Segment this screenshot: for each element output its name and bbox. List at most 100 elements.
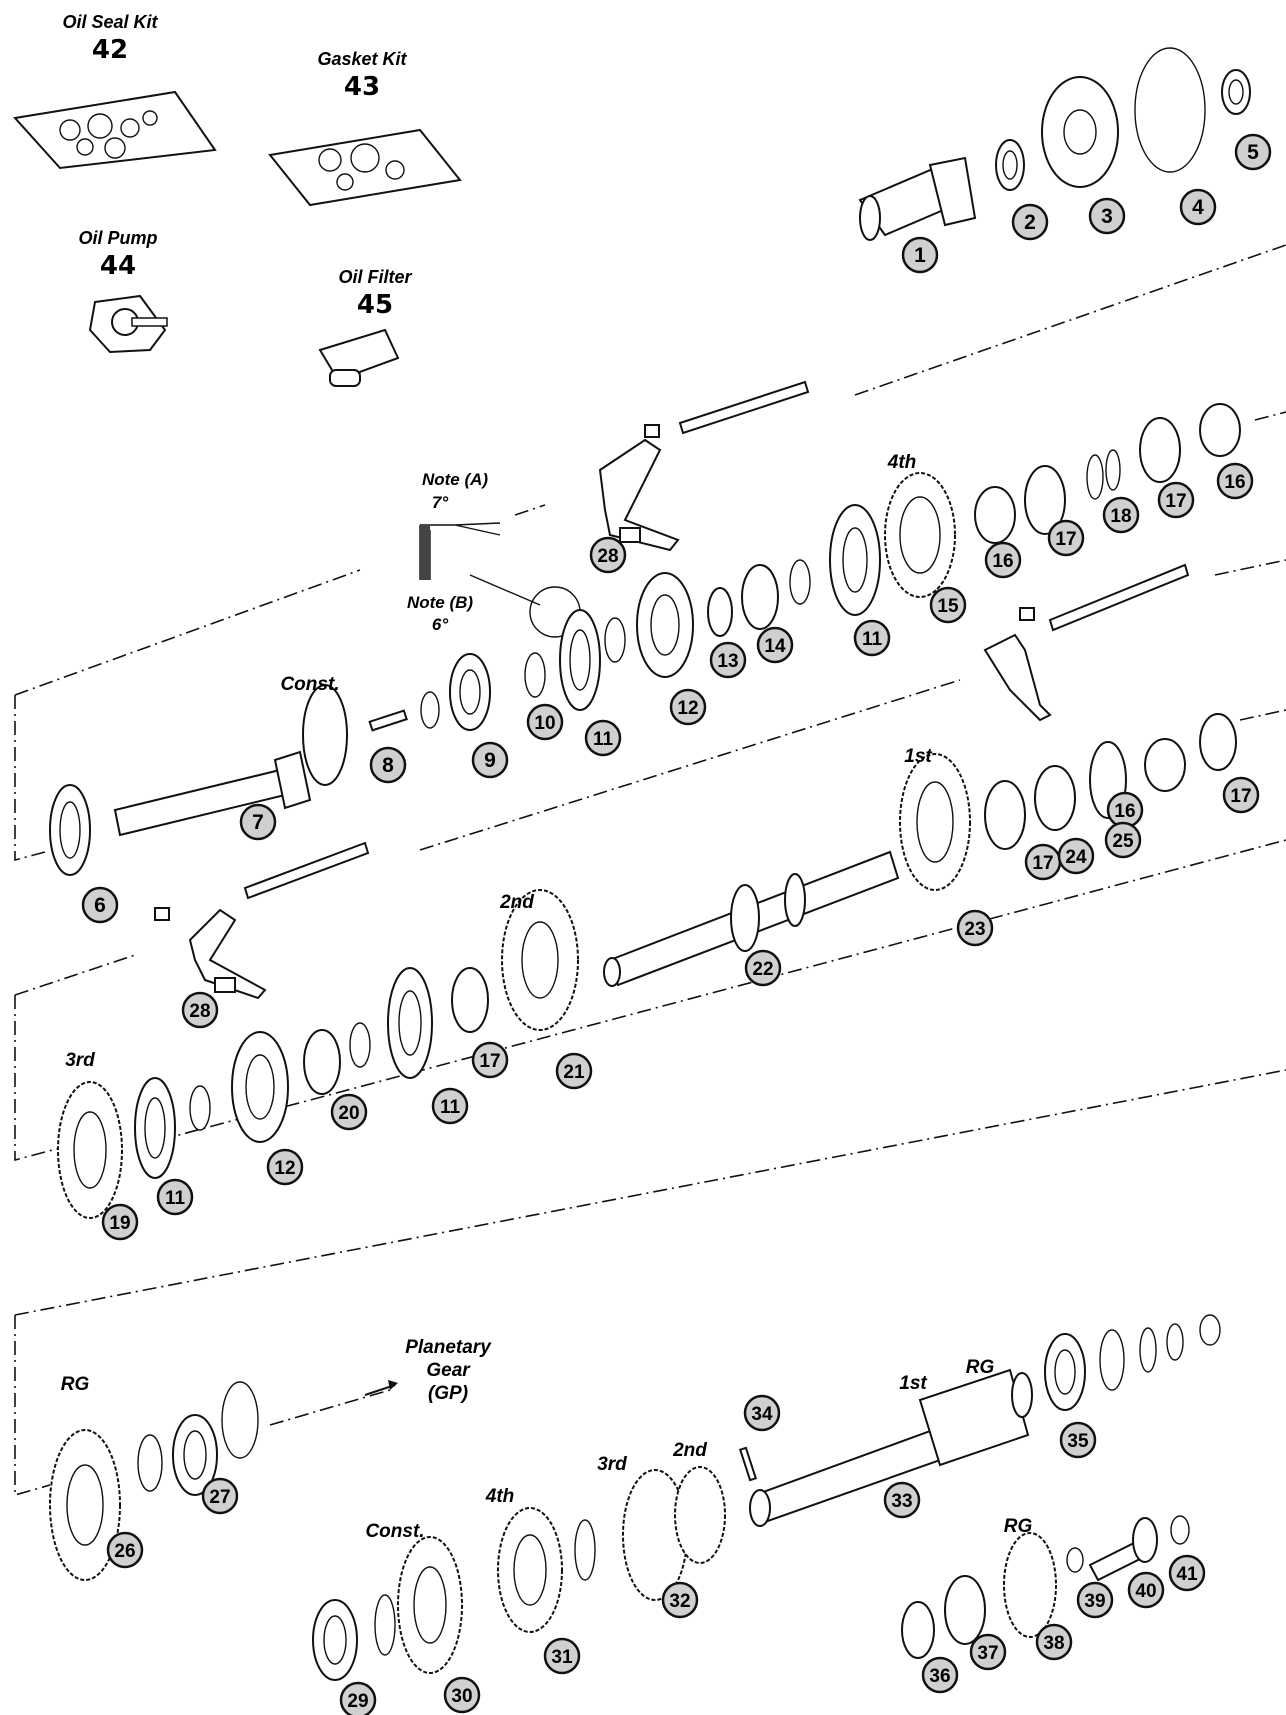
callout-number: 26 (114, 1541, 135, 1562)
gear-23: 1st (899, 746, 971, 891)
callout-number: 27 (209, 1487, 230, 1508)
callout-17: 17 (471, 1041, 509, 1079)
oil-filter: Oil Filter 45 (318, 267, 412, 387)
callout-number: 37 (977, 1643, 998, 1664)
pin-8 (368, 709, 408, 732)
callout-circle (101, 1203, 139, 1241)
const-label-top: Const. (280, 674, 339, 695)
callout-number: 15 (937, 596, 959, 617)
rg-label-bottom: RG (1004, 1516, 1033, 1537)
callout-circle (369, 746, 407, 784)
note-a-label: Note (A) (422, 470, 488, 489)
shift-rod-middle (1048, 563, 1190, 632)
oil-pump: Oil Pump 44 (78, 228, 168, 354)
callout-number: 35 (1067, 1431, 1089, 1452)
callout-40: 40 (1127, 1571, 1165, 1609)
callout-11: 11 (431, 1087, 469, 1125)
counter-shaft-33: 1st RG (749, 1357, 1033, 1527)
callout-circle (1157, 481, 1195, 519)
kit-number-gasket: 43 (344, 72, 380, 102)
callout-21: 21 (555, 1052, 593, 1090)
callout-number: 33 (891, 1491, 912, 1512)
callout-circle (471, 1041, 509, 1079)
fourth-label-top: 4th (887, 452, 917, 473)
callout-number: 17 (1165, 491, 1186, 512)
callout-38: 38 (1035, 1623, 1073, 1661)
callout-37: 37 (969, 1633, 1007, 1671)
second-label-mid: 2nd (499, 892, 534, 913)
planetary-arrow: Planetary Gear (GP) (364, 1337, 492, 1404)
note-b-label: Note (B) (407, 593, 473, 612)
snap-ring-bottom-c (574, 1519, 596, 1581)
callout-number: 5 (1247, 141, 1259, 164)
synchro-ring-13 (707, 587, 733, 637)
planetary-label-1: Planetary (405, 1337, 492, 1358)
callout-31: 31 (543, 1637, 581, 1675)
needle-bearing-17-c (984, 780, 1026, 850)
callout-number: 11 (862, 629, 883, 650)
callout-circle (969, 1633, 1007, 1671)
callout-24: 24 (1057, 837, 1095, 875)
shift-fork-middle (983, 633, 1052, 722)
callout-number: 13 (717, 651, 738, 672)
callout-number: 31 (551, 1647, 573, 1668)
callout-number: 20 (338, 1103, 359, 1124)
bushing-16-b (1199, 403, 1241, 457)
kit-number-oil-filter: 45 (357, 290, 393, 320)
callout-28: 28 (181, 991, 219, 1029)
washer-11-d (134, 1077, 176, 1179)
gear-19: 3rd (57, 1050, 123, 1219)
bearing-35 (1044, 1333, 1086, 1411)
callout-20: 20 (330, 1093, 368, 1131)
callout-number: 12 (274, 1158, 295, 1179)
callout-circle (1168, 1554, 1206, 1592)
callout-circle (901, 236, 939, 274)
snap-rings-top-right (1099, 1314, 1221, 1391)
callout-circle (1102, 496, 1140, 534)
callout-9: 9 (471, 741, 509, 779)
gear-26: RG (49, 1374, 121, 1581)
callout-13: 13 (709, 641, 747, 679)
shift-fork-lower (188, 908, 267, 1000)
callout-number: 19 (109, 1213, 130, 1234)
callout-27: 27 (201, 1477, 239, 1515)
callout-circle (929, 586, 967, 624)
callout-circle (984, 541, 1022, 579)
gear-15: 4th (884, 452, 956, 598)
shift-rod-upper (678, 380, 810, 435)
callout-12: 12 (266, 1148, 304, 1186)
bearing-cover (1041, 76, 1119, 188)
callout-circle (1222, 776, 1260, 814)
callout-39: 39 (1076, 1581, 1114, 1619)
oil-seal-kit: Oil Seal Kit 42 (13, 12, 217, 170)
callout-number: 16 (1224, 472, 1245, 493)
callout-35: 35 (1059, 1421, 1097, 1459)
callout-16: 16 (1216, 462, 1254, 500)
callout-circle (661, 1581, 699, 1619)
callout-number: 16 (992, 551, 1013, 572)
callout-19: 19 (101, 1203, 139, 1241)
callout-circle (921, 1656, 959, 1694)
spacer-18 (1086, 449, 1121, 500)
callout-circle (1179, 188, 1217, 226)
callout-number: 22 (752, 959, 773, 980)
kit-number-oil-seal: 42 (92, 35, 128, 65)
needle-bearing-14 (741, 564, 779, 630)
callout-circle (743, 1394, 781, 1432)
section-separators (14, 244, 1286, 1497)
callout-number: 21 (563, 1062, 585, 1083)
fourth-label-bottom: 4th (485, 1486, 515, 1507)
callout-number: 9 (484, 749, 496, 772)
detent-small (154, 424, 1035, 921)
callout-25: 25 (1104, 821, 1142, 859)
third-label-bottom: 3rd (597, 1454, 627, 1475)
rg-label-shaft: RG (966, 1357, 995, 1378)
callout-circle (956, 909, 994, 947)
callout-number: 24 (1065, 847, 1087, 868)
callout-number: 12 (677, 698, 698, 719)
snap-ring-bottom-d (374, 1594, 396, 1656)
callout-circle (526, 703, 564, 741)
synchro-12-b (231, 1031, 289, 1143)
oil-pump-icon (88, 294, 168, 354)
callout-33: 33 (883, 1481, 921, 1519)
